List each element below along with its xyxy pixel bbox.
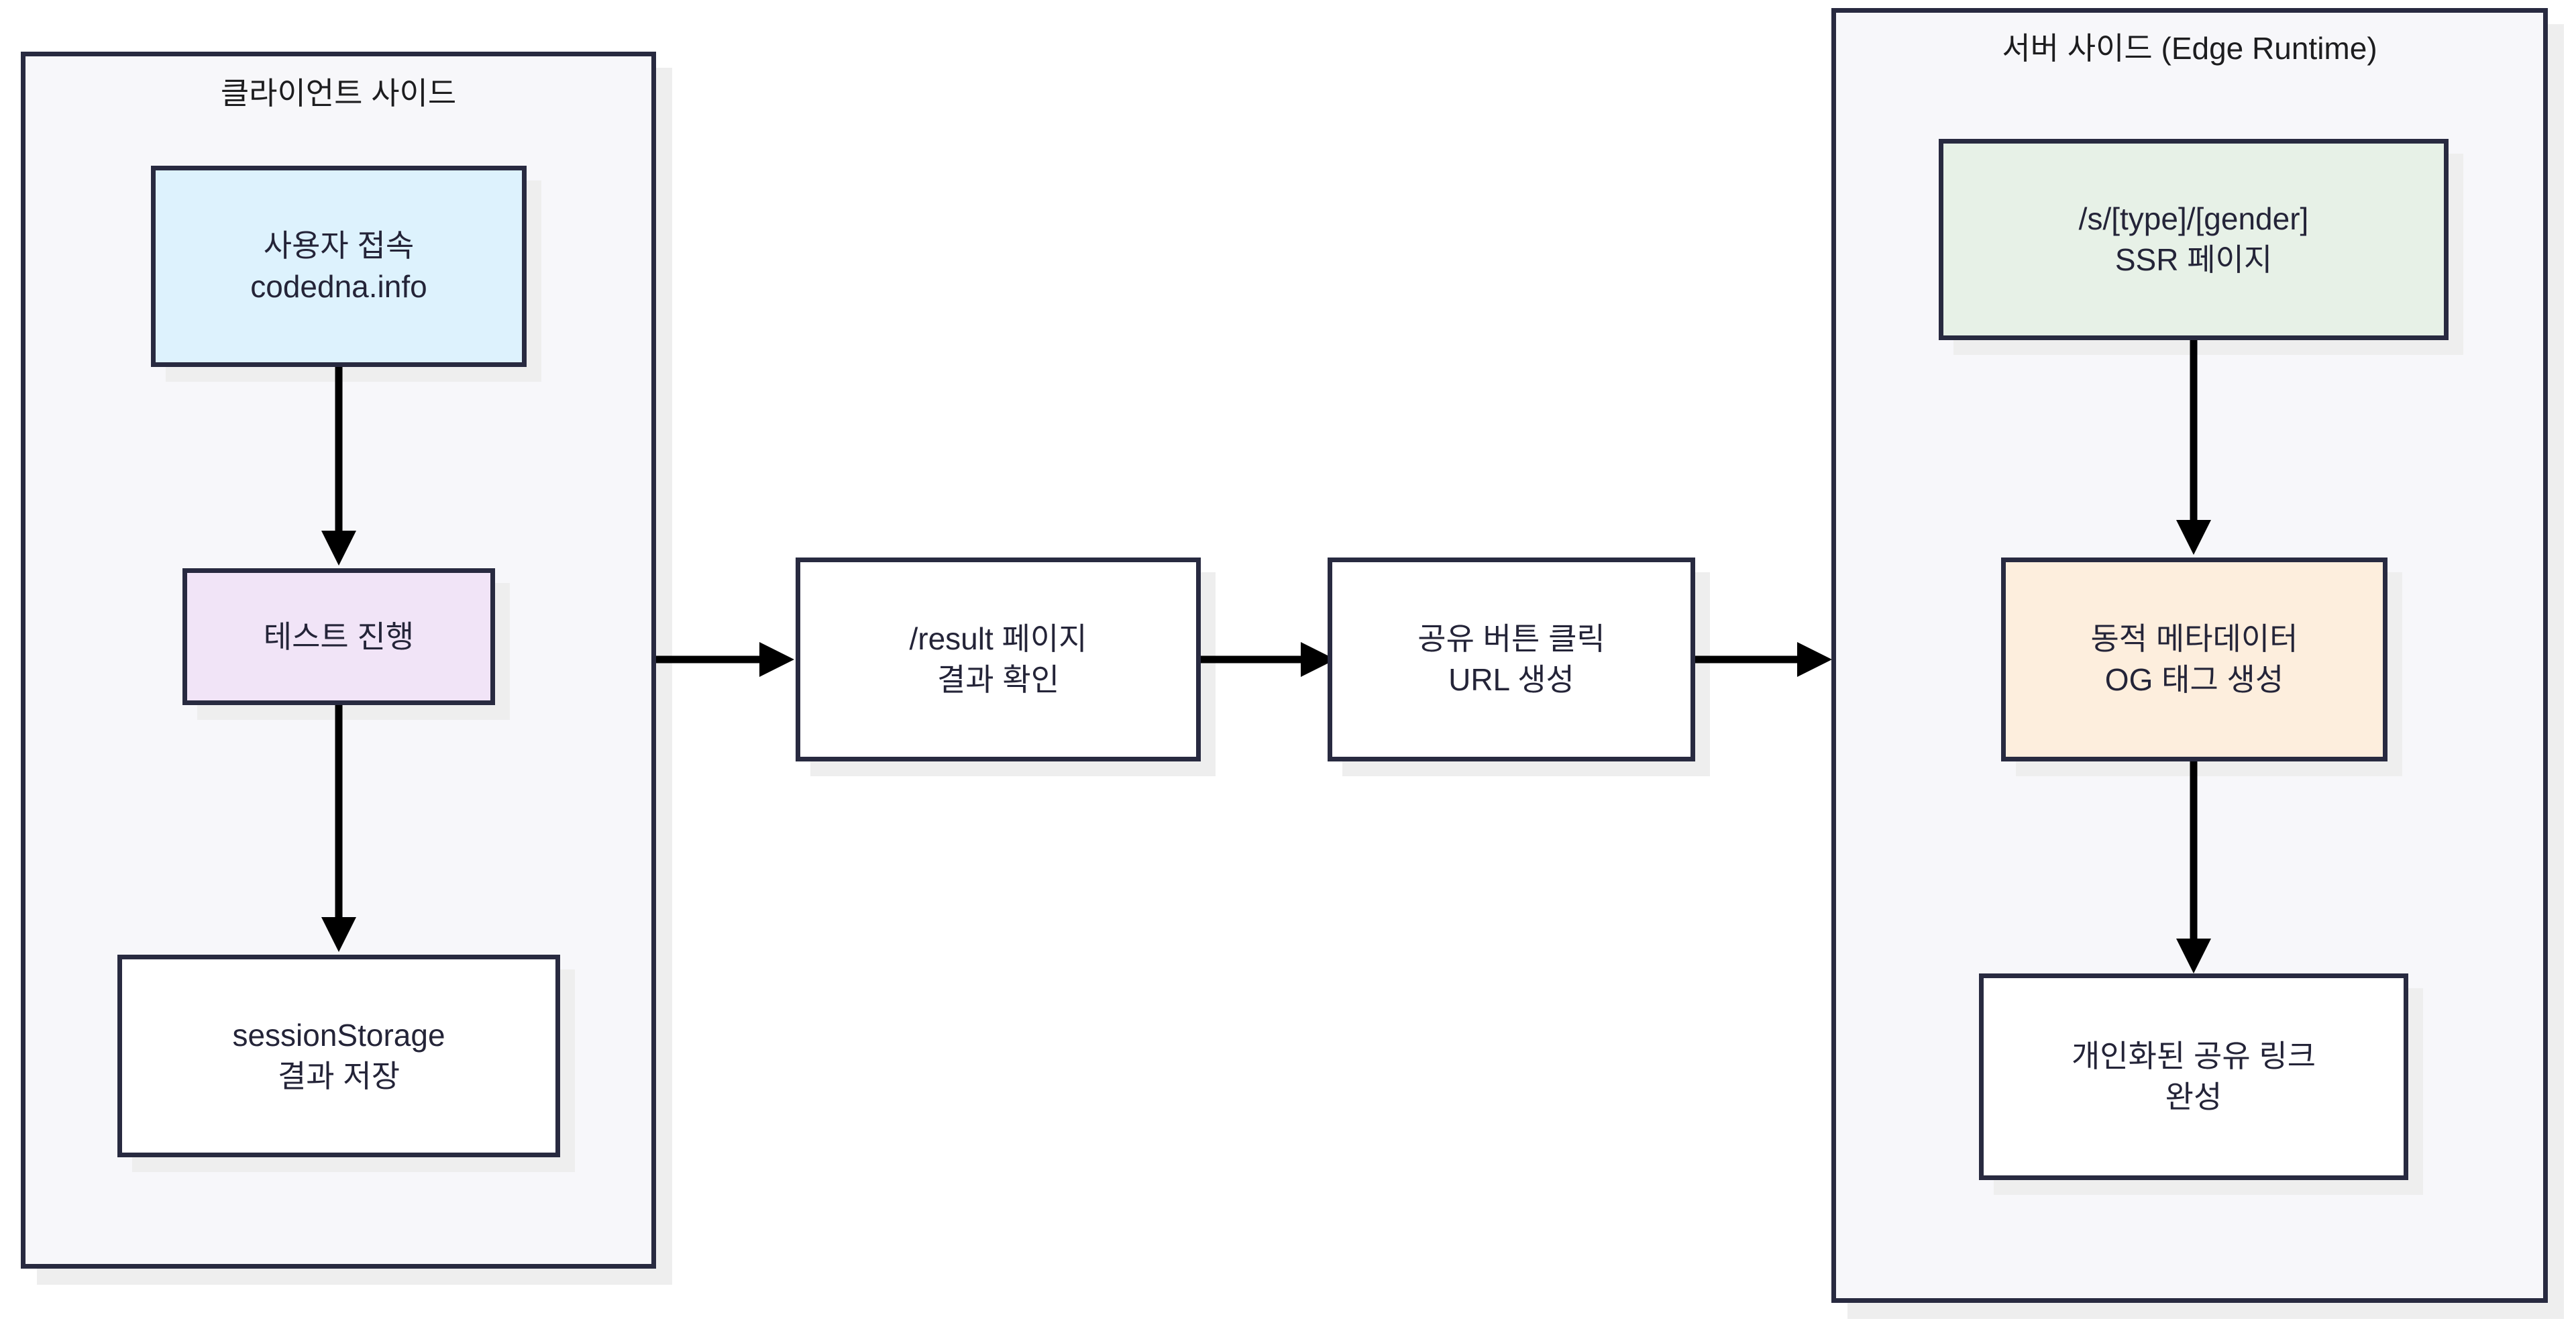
node-share-button[interactable]: 공유 버튼 클릭 URL 생성 — [1328, 558, 1695, 761]
edge-result-to-share — [1201, 636, 1338, 683]
edge-client-to-result — [656, 636, 797, 683]
node-run-test-line1: 테스트 진행 — [263, 619, 415, 654]
subgraph-client-side-title: 클라이언트 사이드 — [220, 76, 457, 111]
node-session-storage-line1: sessionStorage — [232, 1018, 445, 1053]
node-share-button-line1: 공유 버튼 클릭 — [1417, 621, 1605, 657]
node-user-access-text: 사용자 접속 codedna.info — [250, 225, 427, 307]
subgraph-server-side-title: 서버 사이드 (Edge Runtime) — [2002, 31, 2377, 66]
node-ssr-page-line2: SSR 페이지 — [2114, 242, 2273, 277]
node-share-button-line2: URL 생성 — [1448, 662, 1574, 697]
node-result-page-text: /result 페이지 결과 확인 — [909, 619, 1087, 700]
node-session-storage-line2: 결과 저장 — [277, 1059, 400, 1094]
node-og-meta[interactable]: 동적 메타데이터 OG 태그 생성 — [2001, 558, 2387, 761]
node-share-link-line1: 개인화된 공유 링크 — [2071, 1039, 2316, 1074]
node-run-test[interactable]: 테스트 진행 — [182, 568, 495, 705]
node-result-page-line1: /result 페이지 — [909, 621, 1087, 657]
node-user-access-line2: codedna.info — [250, 269, 427, 304]
node-session-storage-text: sessionStorage 결과 저장 — [232, 1015, 445, 1096]
node-og-meta-text: 동적 메타데이터 OG 태그 생성 — [2090, 619, 2298, 700]
node-share-link[interactable]: 개인화된 공유 링크 완성 — [1979, 973, 2408, 1180]
node-result-page-line2: 결과 확인 — [936, 662, 1060, 697]
edge-share-to-server — [1695, 636, 1835, 683]
node-ssr-page[interactable]: /s/[type]/[gender] SSR 페이지 — [1939, 139, 2449, 340]
node-share-button-text: 공유 버튼 클릭 URL 생성 — [1417, 619, 1605, 700]
node-user-access-line1: 사용자 접속 — [263, 228, 415, 264]
node-ssr-page-line1: /s/[type]/[gender] — [2078, 201, 2309, 237]
node-og-meta-line2: OG 태그 생성 — [2104, 662, 2284, 697]
node-og-meta-line1: 동적 메타데이터 — [2090, 621, 2298, 657]
node-run-test-text: 테스트 진행 — [264, 617, 414, 657]
node-result-page[interactable]: /result 페이지 결과 확인 — [796, 558, 1201, 761]
node-share-link-text: 개인화된 공유 링크 완성 — [2072, 1036, 2316, 1117]
node-share-link-line2: 완성 — [2165, 1079, 2222, 1114]
node-session-storage[interactable]: sessionStorage 결과 저장 — [117, 955, 560, 1157]
node-user-access[interactable]: 사용자 접속 codedna.info — [151, 166, 527, 367]
node-ssr-page-text: /s/[type]/[gender] SSR 페이지 — [2079, 199, 2309, 280]
